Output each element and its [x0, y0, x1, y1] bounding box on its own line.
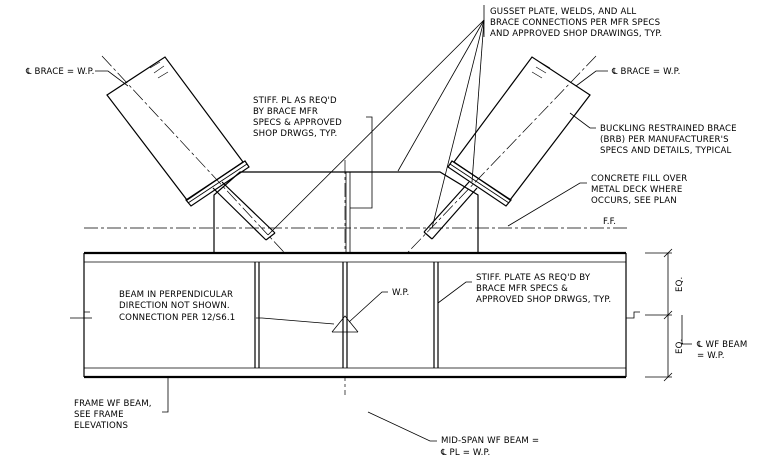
note-stiff-top-2: BY BRACE MFR [253, 107, 318, 117]
note-beam-perp-2: DIRECTION NOT SHOWN. [119, 301, 230, 311]
note-concrete-1: CONCRETE FILL OVER [591, 174, 687, 184]
note-beam-perp-1: BEAM IN PERPENDICULAR [119, 290, 233, 300]
note-wp: W.P. [392, 288, 409, 298]
note-brace-cl-right: ℄ BRACE = W.P. [611, 67, 681, 77]
note-concrete-3: OCCURS, SEE PLAN [591, 196, 677, 206]
note-wf-cl-1: ℄ WF BEAM [696, 340, 747, 350]
frame-wf-beam [70, 251, 640, 379]
note-brb-2: (BRB) PER MANUFACTURER'S [600, 135, 729, 145]
note-stiff-top-1: STIFF. PL AS REQ'D [253, 96, 337, 106]
dim-eq-bottom: EQ. [675, 339, 685, 354]
note-ff: F.F. [603, 217, 616, 227]
gusset-plate [213, 171, 479, 262]
notes: ℄ BRACE = W.P. ℄ BRACE = W.P. GUSSET PLA… [25, 7, 747, 458]
note-gusset-2: BRACE CONNECTIONS PER MFR SPECS [490, 18, 660, 28]
right-brb [423, 56, 591, 240]
note-gusset-1: GUSSET PLATE, WELDS, AND ALL [490, 7, 636, 17]
left-brb [106, 56, 276, 241]
note-brb-1: BUCKLING RESTRAINED BRACE [600, 124, 737, 134]
note-midspan-2: ℄ PL = W.P. [440, 448, 490, 458]
note-gusset-3: AND APPROVED SHOP DRAWINGS, TYP. [490, 29, 662, 39]
note-stiff-right-2: BRACE MFR SPECS & [476, 284, 568, 294]
note-concrete-2: METAL DECK WHERE [591, 185, 682, 195]
note-beam-perp-3: CONNECTION PER 12/S6.1 [119, 313, 235, 323]
note-stiff-top-4: SHOP DRWGS, TYP. [253, 129, 337, 139]
note-brace-cl-left: ℄ BRACE = W.P. [25, 67, 95, 77]
dim-eq-top: EQ. [675, 277, 685, 292]
note-stiff-top-3: SPECS & APPROVED [253, 118, 342, 128]
note-frame-wf-3: ELEVATIONS [74, 421, 128, 431]
note-stiff-right-1: STIFF. PLATE AS REQ'D BY [476, 273, 591, 283]
work-point [331, 315, 359, 333]
note-frame-wf-2: SEE FRAME [74, 410, 124, 420]
note-midspan-1: MID-SPAN WF BEAM = [441, 436, 539, 446]
note-brb-3: SPECS AND DETAILS, TYPICAL [600, 146, 732, 156]
note-frame-wf-1: FRAME WF BEAM, [74, 399, 152, 409]
note-wf-cl-2: = W.P. [697, 351, 725, 361]
note-stiff-right-3: APPROVED SHOP DRWGS, TYP. [476, 295, 611, 305]
leaders [95, 5, 692, 442]
